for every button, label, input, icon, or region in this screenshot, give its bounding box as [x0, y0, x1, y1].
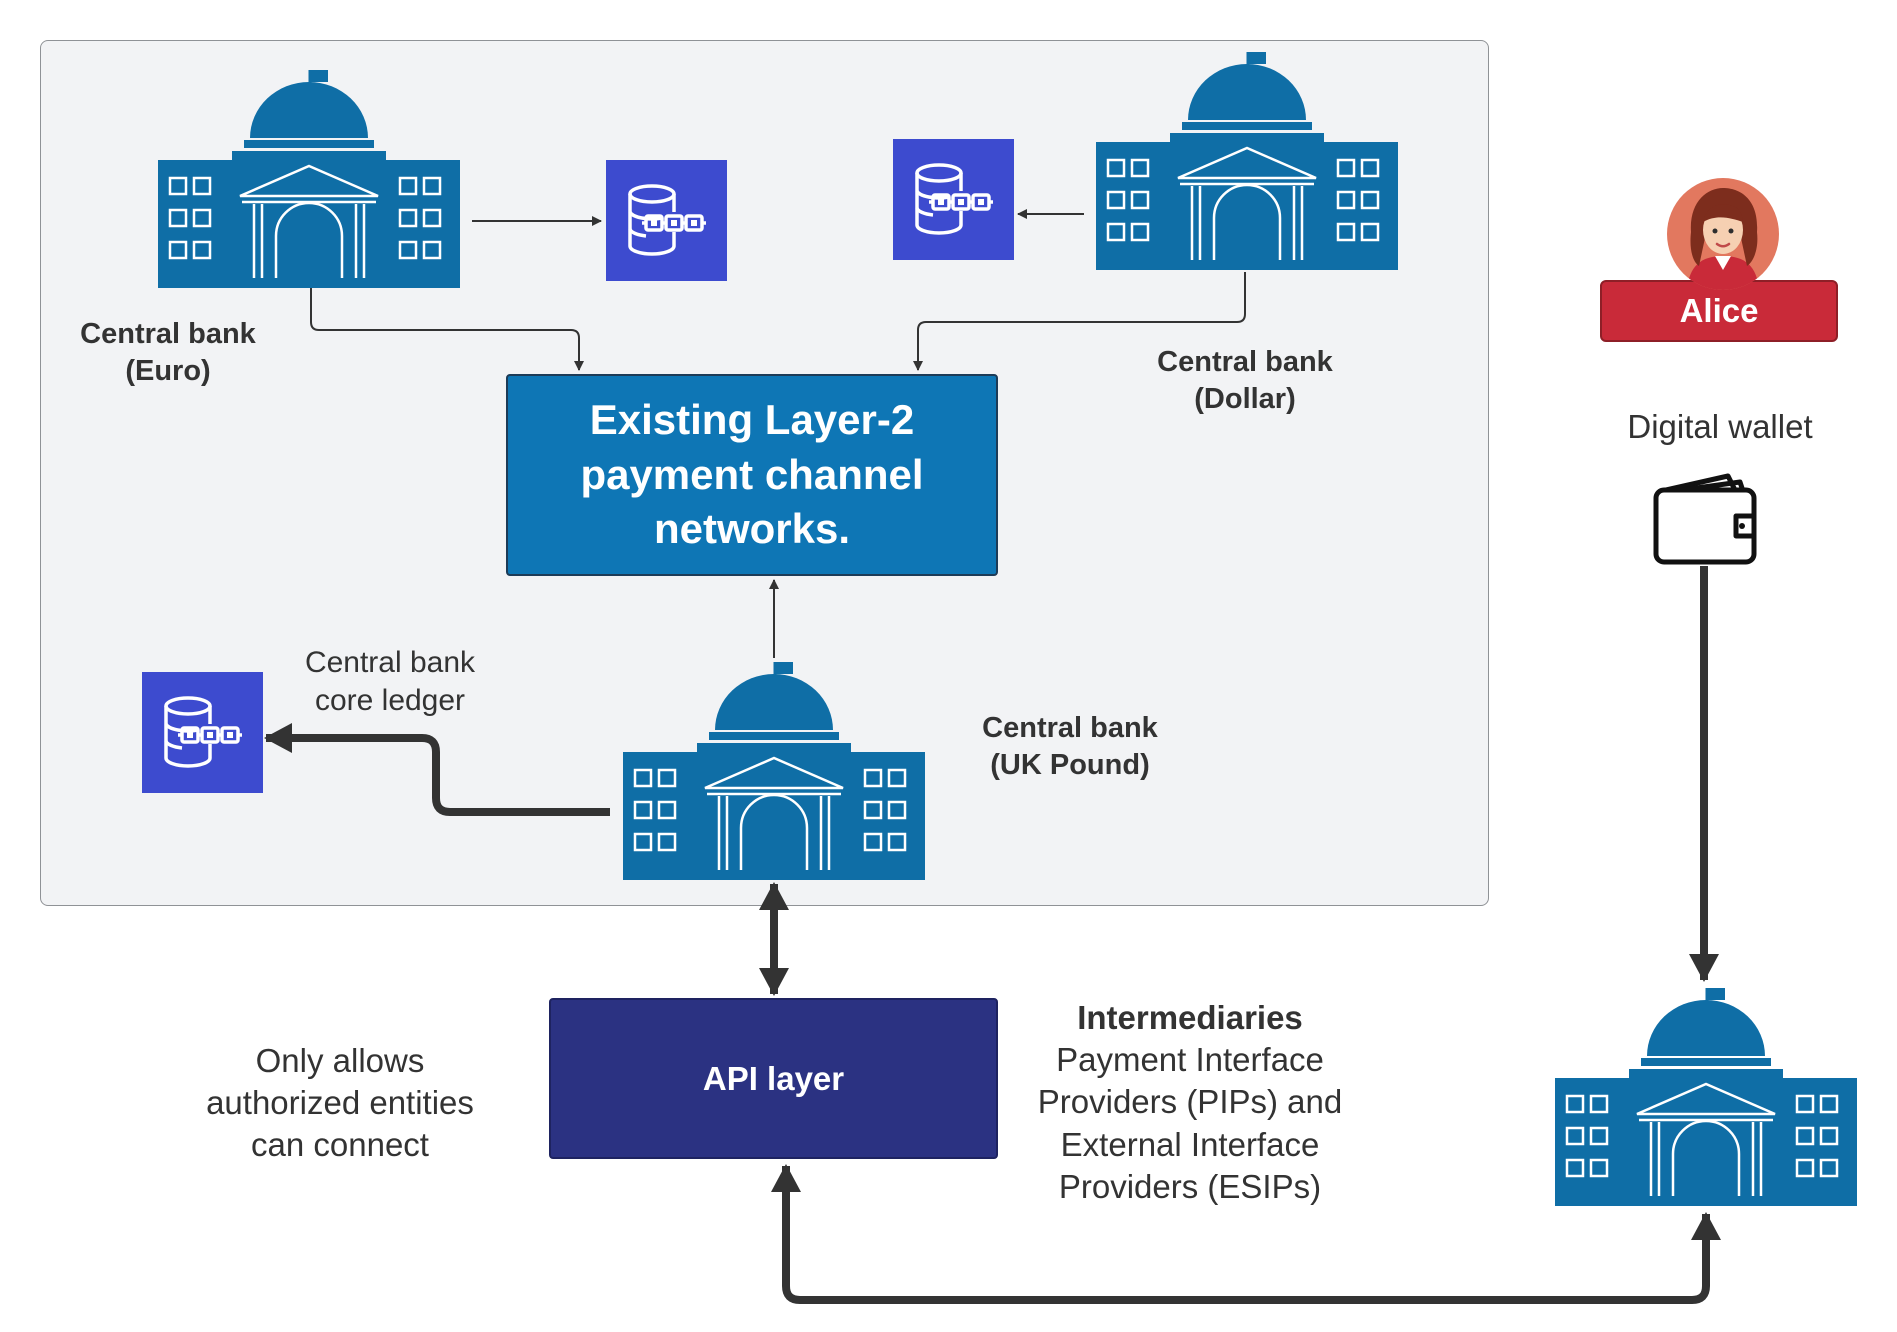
only-allows-label: Only allows authorized entities can conn… [170, 1040, 510, 1167]
blockchain-database-icon[interactable] [142, 672, 263, 793]
layer2-line2: payment channel [580, 450, 924, 498]
alice-name-label: Alice [1679, 292, 1759, 329]
intermediaries-title: Intermediaries [1077, 999, 1303, 1036]
blockchain-database-icon[interactable] [893, 139, 1014, 260]
digital-wallet-label: Digital wallet [1560, 406, 1880, 448]
bank-building-icon[interactable] [623, 660, 925, 880]
uk-bank-label: Central bank (UK Pound) [960, 710, 1180, 784]
user-avatar-icon [1667, 178, 1779, 290]
core-ledger-line1: Central bank [304, 646, 476, 679]
euro-bank-line1: Central bank [80, 318, 256, 350]
layer2-network-box[interactable]: Existing Layer-2 payment channel network… [506, 374, 998, 576]
api-layer-box[interactable]: API layer [549, 998, 998, 1159]
euro-bank-label: Central bank (Euro) [58, 316, 278, 390]
dollar-bank-line2: (Dollar) [1194, 383, 1296, 416]
alice-name-box[interactable]: Alice [1600, 280, 1838, 342]
dollar-bank-label: Central bank (Dollar) [1135, 344, 1355, 418]
intermediaries-line3: External Interface [1060, 1125, 1320, 1163]
blockchain-database-icon[interactable] [606, 160, 727, 281]
only-allows-line1: Only allows [255, 1042, 425, 1079]
only-allows-line3: can connect [251, 1126, 429, 1164]
uk-bank-line2: (UK Pound) [990, 749, 1150, 782]
intermediaries-line1: Payment Interface [1056, 1041, 1324, 1079]
bank-building-icon[interactable] [158, 68, 460, 288]
euro-bank-line2: (Euro) [125, 355, 211, 388]
core-ledger-label: Central bank core ledger [270, 644, 510, 721]
intermediaries-line4: Providers (ESIPs) [1058, 1167, 1322, 1205]
intermediaries-line2: Providers (PIPs) and [1037, 1083, 1343, 1121]
layer2-line1: Existing Layer-2 [589, 396, 915, 444]
core-ledger-line2: core ledger [314, 684, 466, 718]
digital-wallet-text: Digital wallet [1627, 408, 1813, 445]
bank-building-icon[interactable] [1555, 986, 1857, 1206]
intermediaries-label: Intermediaries Payment Interface Provide… [1010, 997, 1370, 1208]
api-layer-label: API layer [702, 1059, 845, 1097]
only-allows-line2: authorized entities [206, 1084, 474, 1122]
dollar-bank-line1: Central bank [1157, 346, 1333, 378]
layer2-line3: networks. [653, 505, 851, 553]
uk-bank-line1: Central bank [982, 712, 1158, 744]
bank-building-icon[interactable] [1096, 50, 1398, 270]
wallet-icon[interactable] [1652, 472, 1760, 568]
